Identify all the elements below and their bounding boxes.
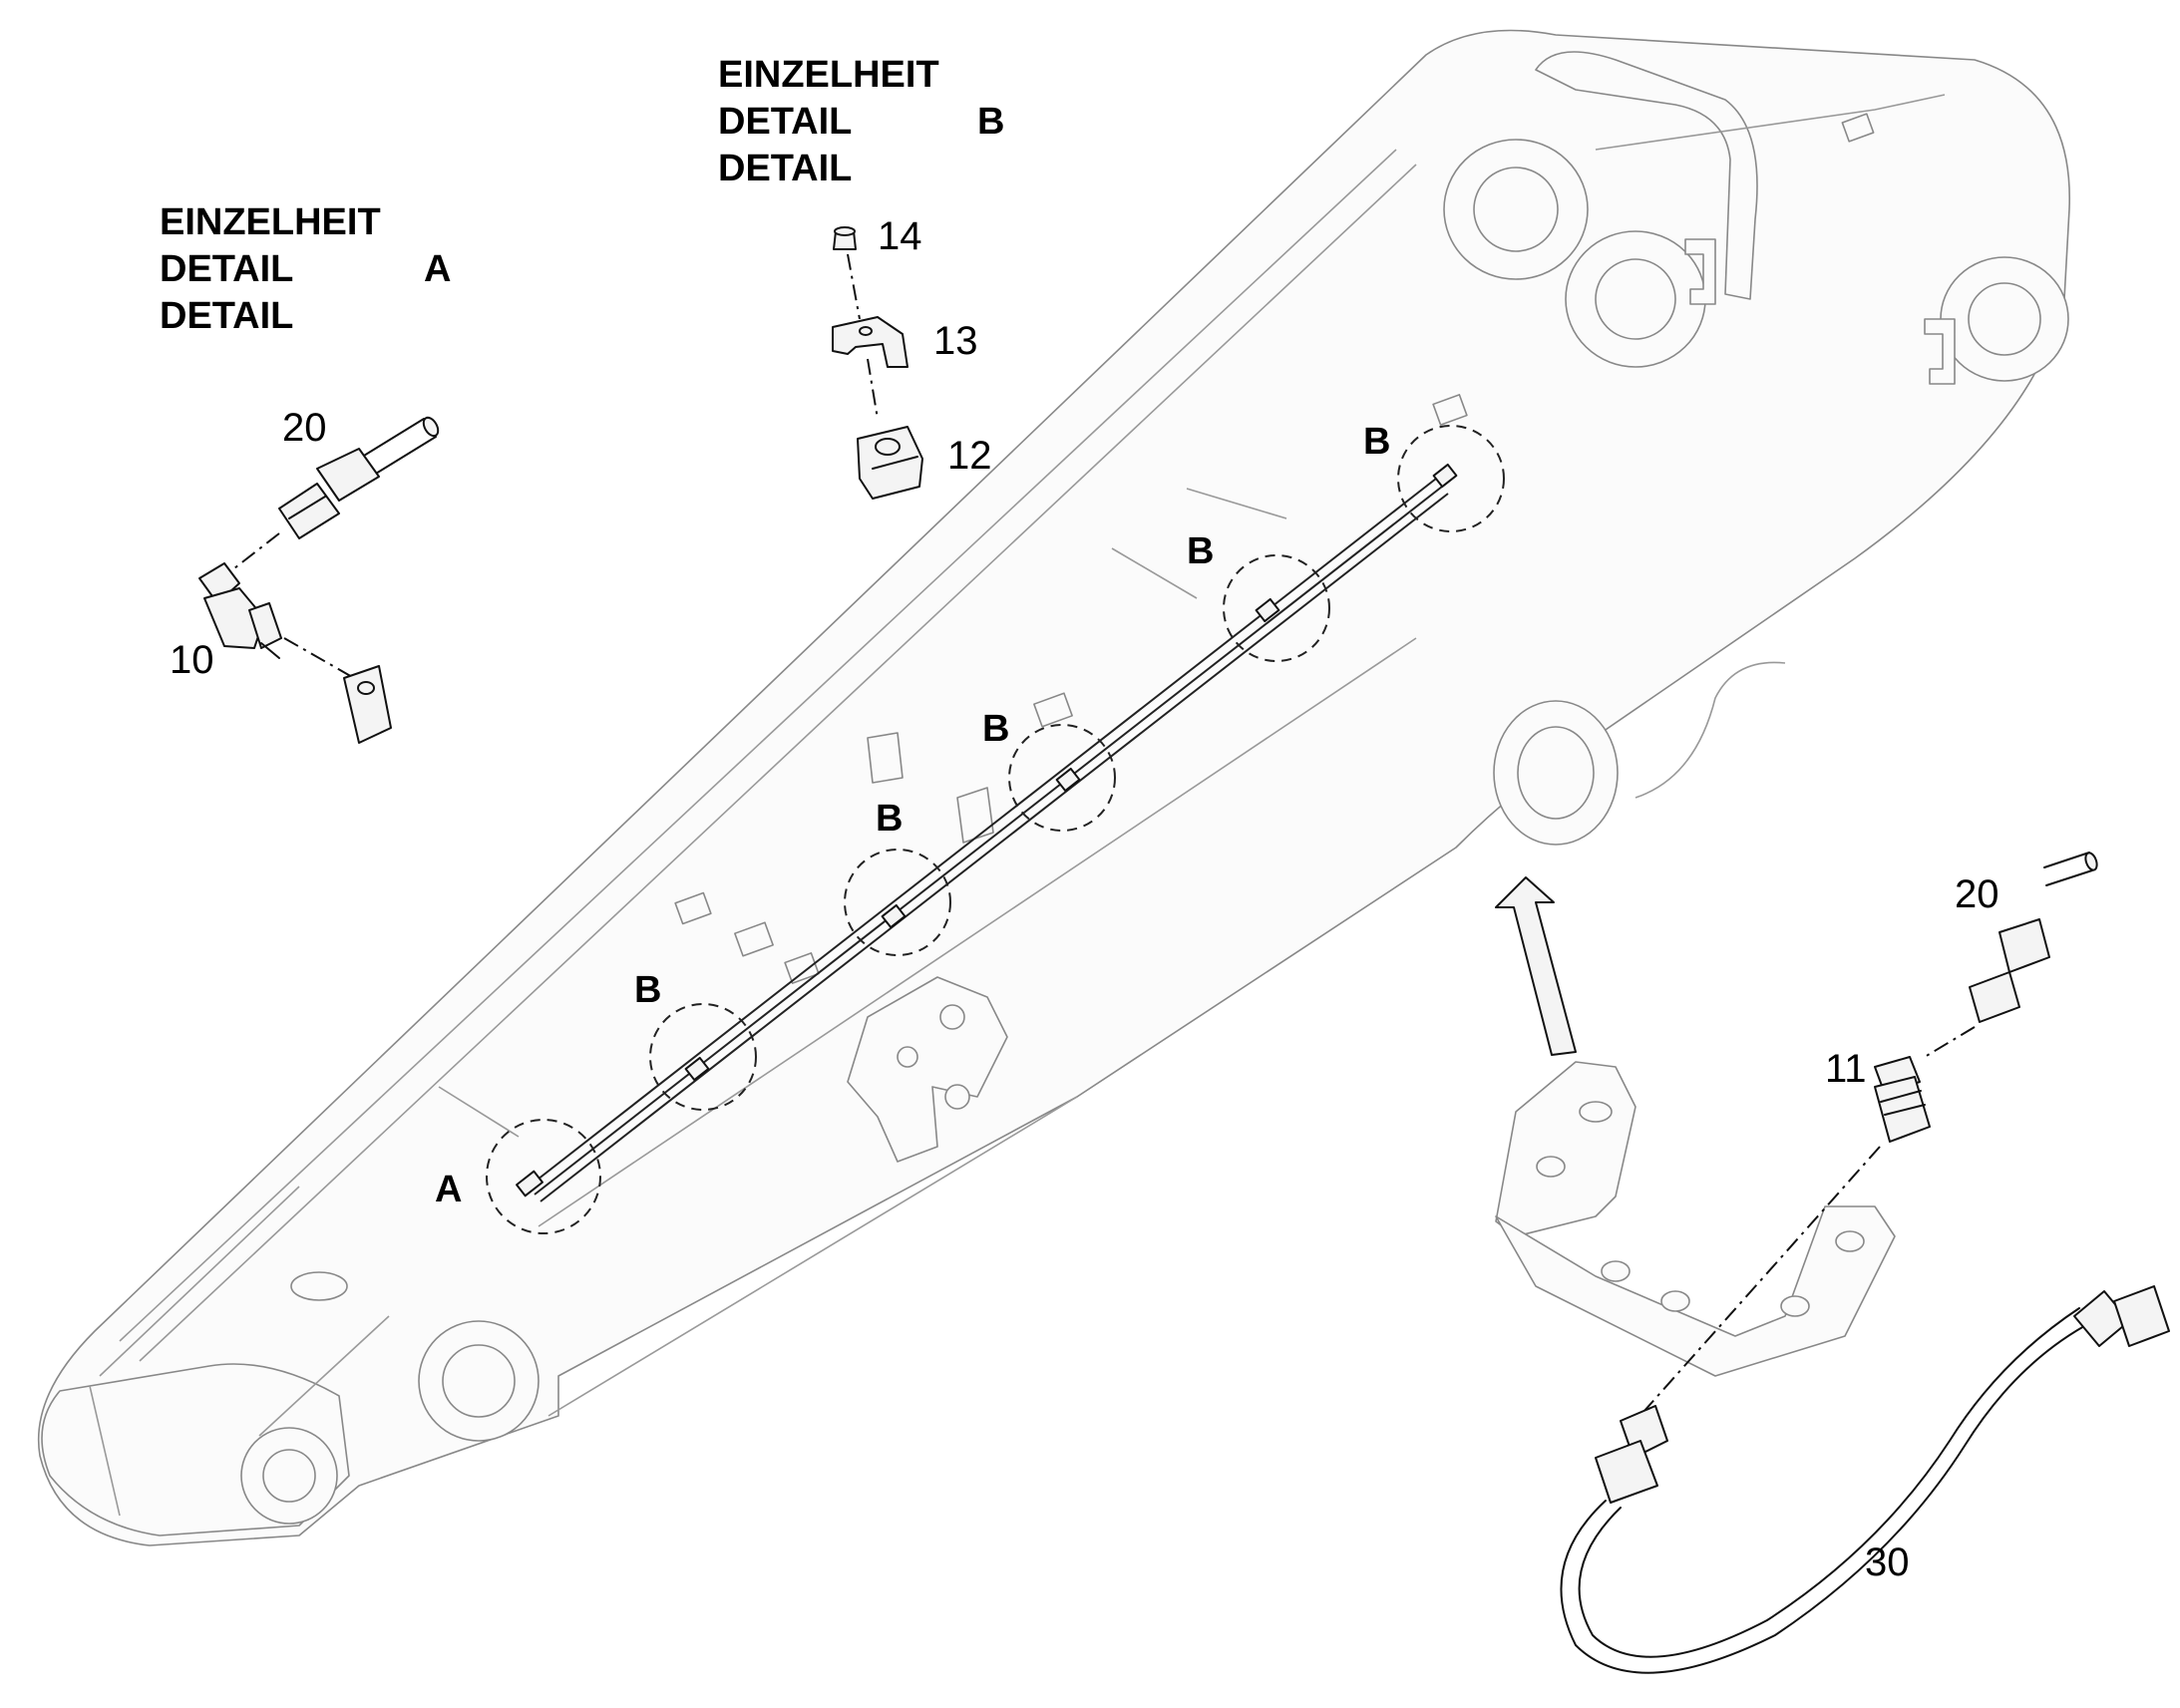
detail-b-line2: DETAIL [718,101,852,143]
detail-circle-b4 [1223,554,1330,662]
callout-b-4: B [1187,530,1214,572]
part-20-b: 20 [1955,872,1999,916]
callout-b-2: B [876,798,903,840]
part-20-a: 20 [282,406,327,450]
detail-circle-b2 [844,849,951,956]
part-14: 14 [878,214,922,258]
boom-structure [37,29,2070,1546]
part-13: 13 [933,319,978,363]
callout-b-5: B [1363,421,1390,463]
part-11: 11 [1825,1047,1867,1091]
callout-b-3: B [982,708,1009,750]
detail-a-line2: DETAIL [160,248,293,290]
detail-circle-b5 [1397,425,1505,532]
detail-a-letter: A [424,248,451,290]
detail-a-line1: EINZELHEIT [160,201,381,243]
callout-labels: A B B B B B [435,421,1390,1210]
detail-circles [486,425,1505,1234]
detail-circle-b1 [649,1003,757,1111]
detail-a-fittings: 20 10 [170,406,440,744]
rear-fittings: 20 11 30 [1560,852,2170,1674]
detail-b-letter: B [977,101,1004,143]
part-10: 10 [170,638,214,682]
detail-a-heading: EINZELHEIT DETAIL DETAIL A [160,201,451,337]
boom-hose-line [528,478,1449,1202]
detail-b-line1: EINZELHEIT [718,54,939,96]
line-clamps [516,463,1458,1197]
part-12: 12 [947,434,992,478]
callout-b-1: B [634,969,661,1011]
view-arrow [1495,876,1577,1056]
detail-b-line3: DETAIL [718,148,852,189]
callout-a: A [435,1169,462,1210]
detail-b-clamp-parts: 14 13 12 [832,214,992,500]
detail-a-line3: DETAIL [160,295,293,337]
part-30: 30 [1865,1540,1910,1584]
detail-circle-a [486,1119,601,1234]
detail-b-heading: EINZELHEIT DETAIL DETAIL B [718,54,1004,189]
detail-circle-b3 [1008,724,1116,832]
rear-bracket [1495,1061,1896,1377]
